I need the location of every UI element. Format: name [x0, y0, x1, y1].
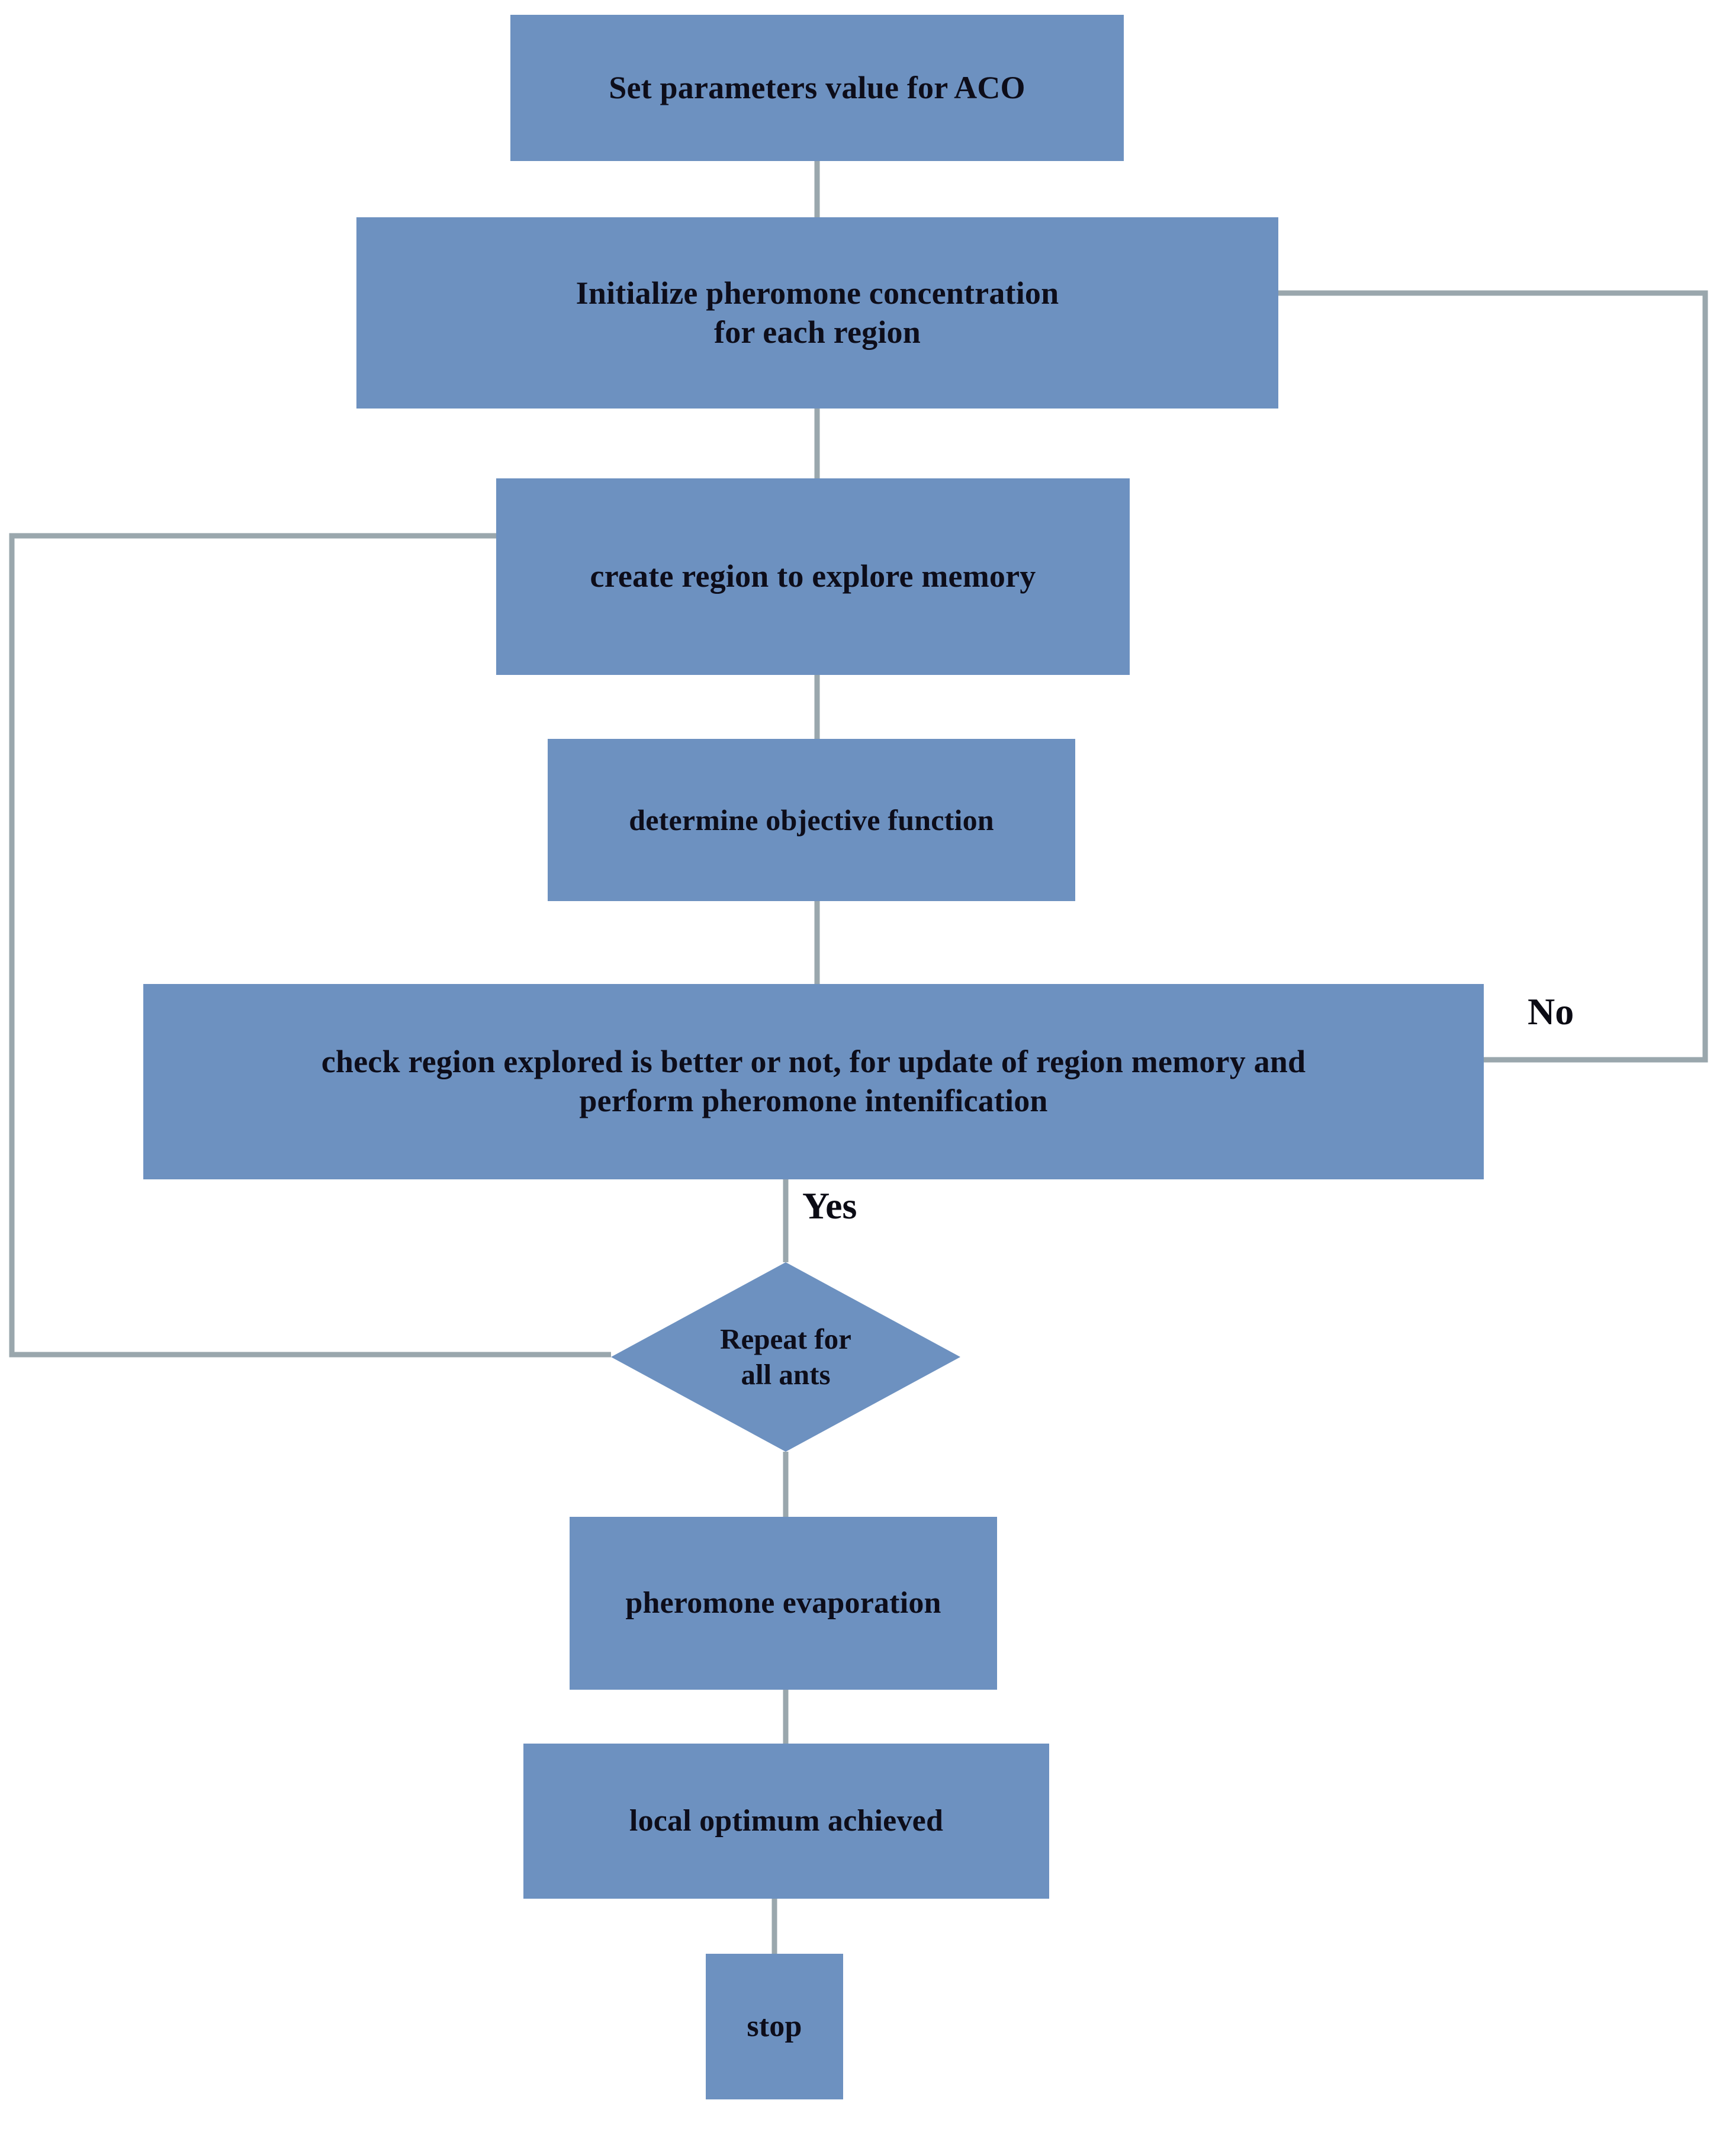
branch-label-no: No	[1528, 990, 1574, 1033]
node-determine-objective-function[interactable]: determine objective function	[548, 739, 1075, 901]
node-initialize-pheromone-label: Initialize pheromone concentration for e…	[576, 275, 1059, 350]
node-determine-objective-function-label: determine objective function	[629, 803, 994, 837]
node-local-optimum-achieved[interactable]: local optimum achieved	[523, 1744, 1049, 1899]
node-set-parameters-label: Set parameters value for ACO	[609, 69, 1025, 105]
node-pheromone-evaporation-label: pheromone evaporation	[625, 1586, 941, 1620]
node-repeat-for-all-ants-label: Repeat for all ants	[720, 1323, 851, 1391]
node-set-parameters[interactable]: Set parameters value for ACO	[510, 15, 1124, 161]
node-create-region[interactable]: create region to explore memory	[496, 478, 1130, 675]
node-pheromone-evaporation[interactable]: pheromone evaporation	[570, 1517, 997, 1690]
node-local-optimum-achieved-label: local optimum achieved	[629, 1804, 944, 1838]
node-stop-label: stop	[747, 2009, 802, 2044]
node-check-region-explored[interactable]: check region explored is better or not, …	[143, 984, 1484, 1179]
node-stop[interactable]: stop	[706, 1954, 843, 2099]
node-check-region-explored-label: check region explored is better or not, …	[321, 1044, 1306, 1118]
branch-label-yes: Yes	[802, 1185, 857, 1227]
node-initialize-pheromone[interactable]: Initialize pheromone concentration for e…	[356, 217, 1278, 409]
connector-no-branch	[1278, 290, 1708, 1063]
node-create-region-label: create region to explore memory	[590, 558, 1036, 594]
node-repeat-for-all-ants[interactable]: Repeat for all ants	[611, 1262, 960, 1452]
